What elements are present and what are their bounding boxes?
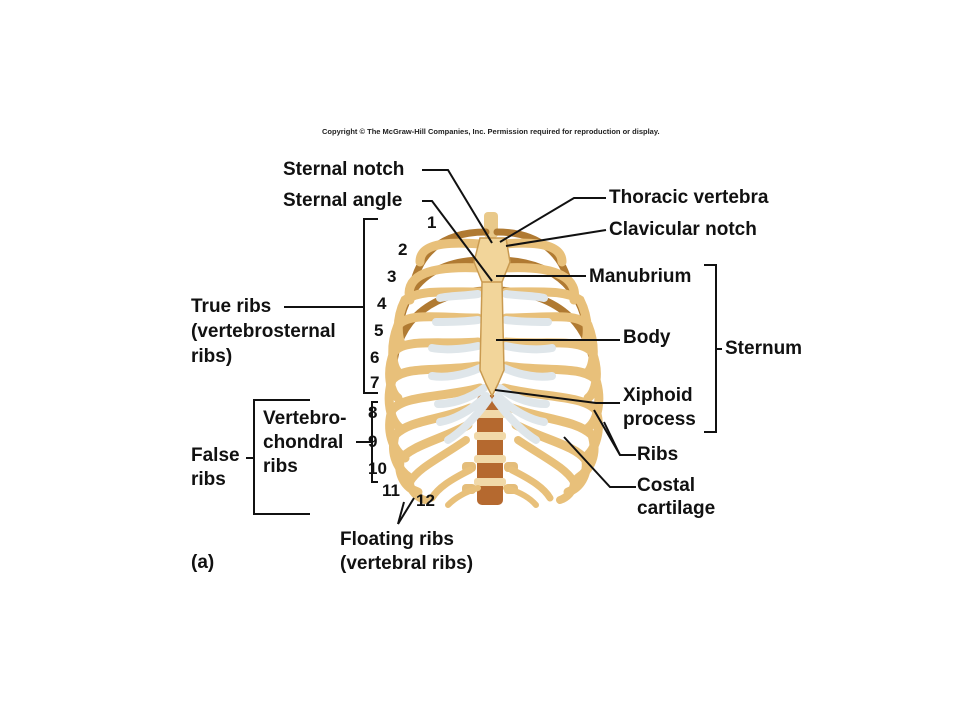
rib-number-8: 8 xyxy=(368,403,378,422)
rib-number-4: 4 xyxy=(377,294,387,313)
label-thoracic-vertebra: Thoracic vertebra xyxy=(609,187,769,208)
costal-cartilages xyxy=(428,290,556,444)
label-vertebrochondral-line2: chondral xyxy=(263,432,344,453)
anterior-ribs-left xyxy=(384,238,485,508)
label-true-ribs-line2: (vertebrosternal xyxy=(191,321,336,342)
rib-number-9: 9 xyxy=(368,432,378,451)
label-false-ribs-line2: ribs xyxy=(191,469,226,490)
label-clavicular-notch: Clavicular notch xyxy=(609,219,757,240)
label-false-ribs-line1: False xyxy=(191,445,240,466)
figure-label: (a) xyxy=(191,552,215,573)
label-costal-line2: cartilage xyxy=(637,498,716,519)
label-sternal-notch: Sternal notch xyxy=(283,159,405,180)
rib-number-5: 5 xyxy=(374,321,384,340)
label-true-ribs-line1: True ribs xyxy=(191,296,272,317)
label-floating-ribs-line1: Floating ribs xyxy=(340,529,454,550)
leader-lines xyxy=(246,169,722,525)
rib-number-1: 1 xyxy=(427,213,437,232)
rib-number-7: 7 xyxy=(370,373,380,392)
label-vertebrochondral-line3: ribs xyxy=(263,456,298,477)
rib-number-3: 3 xyxy=(387,267,397,286)
rib-number-11: 11 xyxy=(382,481,400,500)
rib-number-10: 10 xyxy=(368,459,387,478)
label-xiphoid-line2: process xyxy=(623,409,696,430)
label-xiphoid-line1: Xiphoid xyxy=(623,385,693,406)
rib-number-2: 2 xyxy=(398,240,408,259)
label-body: Body xyxy=(623,327,671,348)
label-vertebrochondral-line1: Vertebro- xyxy=(263,408,347,429)
copyright-notice: Copyright © The McGraw-Hill Companies, I… xyxy=(322,127,660,136)
label-costal-line1: Costal xyxy=(637,475,696,496)
label-sternal-angle: Sternal angle xyxy=(283,190,403,211)
label-floating-ribs-line2: (vertebral ribs) xyxy=(340,553,474,574)
label-ribs: Ribs xyxy=(637,444,679,465)
label-manubrium: Manubrium xyxy=(589,266,692,287)
rib-number-6: 6 xyxy=(370,348,380,367)
label-true-ribs-line3: ribs) xyxy=(191,346,233,367)
rib-number-12: 12 xyxy=(416,491,435,510)
label-sternum: Sternum xyxy=(725,338,803,359)
